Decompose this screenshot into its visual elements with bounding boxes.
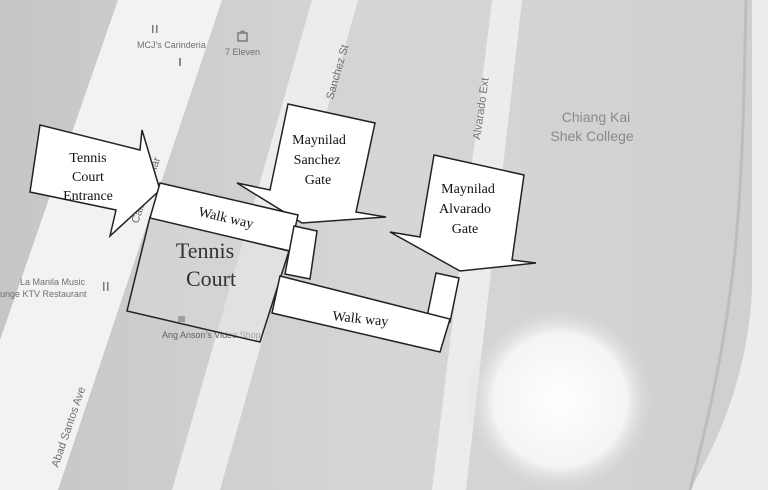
glare-spot <box>465 305 655 490</box>
alvarado-gate-label-2: Alvarado <box>439 202 491 217</box>
restaurant-icon <box>152 25 158 33</box>
walkway-bottom-label: Walk way <box>332 309 389 330</box>
alvarado-gate-label-3: Gate <box>452 222 478 237</box>
road-abad-santos <box>0 0 222 490</box>
place-label-ang-anson: Ang Anson's Video Shop <box>162 330 261 340</box>
place-label-la-manila-1: La Manila Music <box>20 277 86 287</box>
alvarado-gate-label-1: Maynilad <box>441 182 495 197</box>
walkway-connector-left <box>284 225 318 280</box>
walkway-connector-right <box>426 272 460 323</box>
place-label-seven-eleven: 7 Eleven <box>225 47 260 57</box>
entrance-arrow <box>29 124 161 239</box>
alvarado-gate-arrow <box>389 154 537 272</box>
road-east-edge <box>688 0 748 490</box>
sanchez-gate-label-1: Maynilad <box>292 133 346 148</box>
entrance-label-1: Tennis <box>69 151 106 166</box>
court-label-2: Court <box>186 266 236 291</box>
sanchez-gate-label-2: Sanchez <box>294 153 341 168</box>
road-east-curve <box>690 0 768 490</box>
sanchez-gate-arrow <box>236 103 387 224</box>
entrance-label-3: Entrance <box>63 189 113 204</box>
restaurant-icon-la-manila <box>103 282 109 291</box>
place-label-la-manila-2: unge KTV Restaurant <box>0 289 87 299</box>
place-label-mcj: MCJ's Carinderia <box>137 40 206 50</box>
walkway-bottom <box>271 275 451 353</box>
pin-icon <box>179 58 181 66</box>
place-label-chiang-1: Chiang Kai <box>562 109 631 125</box>
shop-icon <box>237 30 248 42</box>
court-label-1: Tennis <box>176 238 234 263</box>
place-label-chiang-2: Shek College <box>550 128 633 144</box>
sanchez-gate-label-3: Gate <box>305 173 331 188</box>
entrance-label-2: Court <box>72 170 104 185</box>
